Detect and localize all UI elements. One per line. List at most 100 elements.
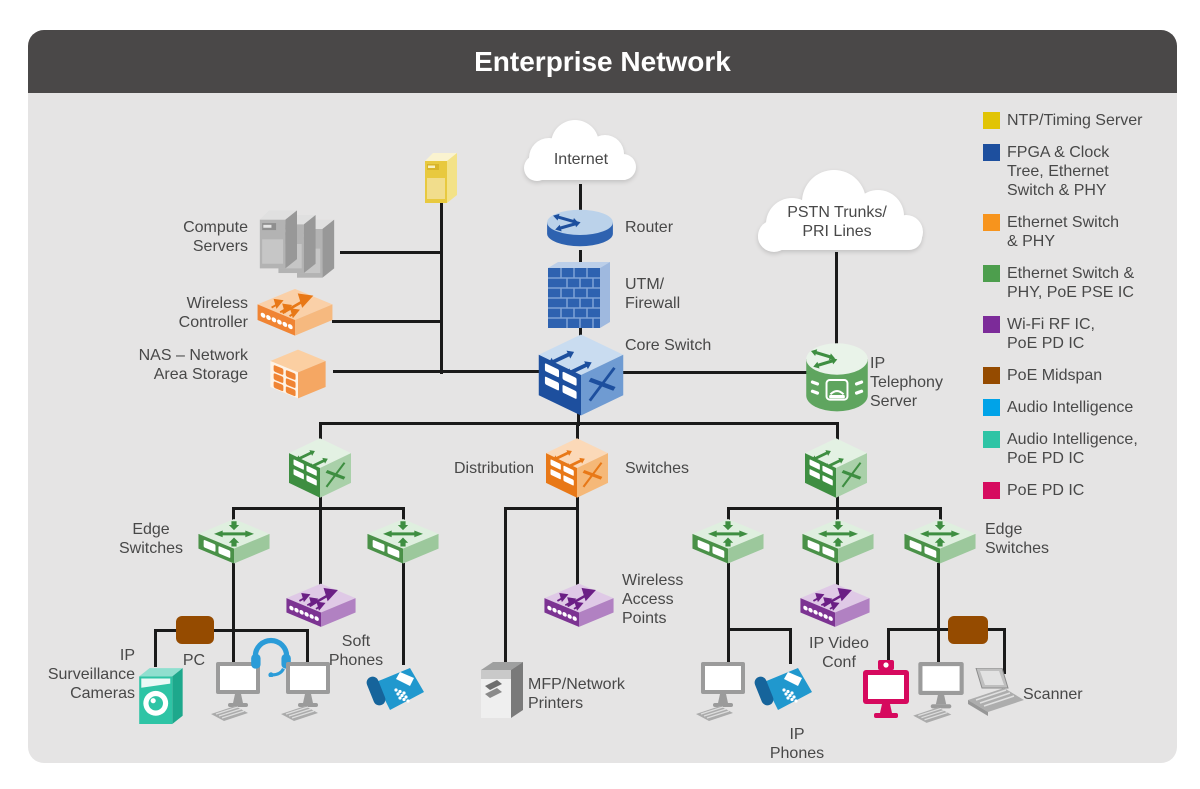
- label-mfp-printers: MFP/Network Printers: [528, 676, 625, 712]
- scanner-laptop-icon: [968, 668, 1024, 720]
- router-icon: [545, 202, 615, 254]
- legend-label: Audio Intelligence: [1007, 399, 1134, 416]
- wire: [319, 422, 839, 425]
- wire: [620, 371, 810, 374]
- wire: [1003, 628, 1006, 674]
- label-compute-servers: Compute Servers: [183, 219, 248, 255]
- distribution-switch-center-icon: [541, 437, 613, 499]
- wire: [835, 252, 838, 352]
- legend-label: Ethernet Switch & PHY, PoE PSE IC: [1007, 265, 1135, 301]
- wire: [576, 494, 579, 510]
- wire: [154, 629, 157, 667]
- legend-label: FPGA & Clock Tree, Ethernet Switch & PHY: [1007, 144, 1110, 199]
- wire: [887, 628, 890, 666]
- wire: [332, 320, 442, 323]
- legend-swatch: [983, 316, 1000, 333]
- label-distribution: Distribution: [453, 460, 534, 477]
- wire: [504, 507, 507, 665]
- wire: [836, 507, 839, 523]
- wire: [504, 507, 579, 510]
- wireless-ap-center-icon: [543, 581, 615, 631]
- legend-label: Audio Intelligence, PoE PD IC: [1007, 431, 1138, 467]
- softphone-pc-icon: [281, 662, 333, 726]
- legend-item: NTP/Timing Server: [983, 111, 1179, 130]
- ip-telephony-server-icon: [802, 342, 872, 414]
- legend-swatch: [983, 214, 1000, 231]
- legend-swatch: [983, 265, 1000, 282]
- wire: [939, 507, 942, 523]
- wireless-ap-left-icon: [285, 581, 357, 631]
- wire: [232, 507, 405, 510]
- wire: [727, 507, 730, 523]
- wire: [154, 629, 309, 632]
- wire: [789, 628, 792, 664]
- internet-cloud: [513, 114, 645, 188]
- wire: [319, 507, 322, 589]
- legend-item: PoE Midspan: [983, 366, 1179, 385]
- label-wireless-controller: Wireless Controller: [178, 295, 248, 331]
- legend-item: Wi-Fi RF IC, PoE PD IC: [983, 315, 1179, 353]
- wire: [727, 563, 730, 665]
- label-nas: NAS – Network Area Storage: [138, 347, 248, 383]
- label-ip-phones: IP Phones: [769, 726, 825, 762]
- wire: [306, 629, 309, 665]
- distribution-switch-right-icon: [800, 437, 872, 499]
- wire: [836, 423, 839, 445]
- poe-midspan-left-icon: [176, 616, 214, 644]
- label-router: Router: [625, 219, 674, 236]
- page-title: Enterprise Network: [474, 46, 731, 77]
- wire: [319, 494, 322, 510]
- wire: [576, 423, 579, 445]
- diagram-canvas: Compute Servers Wireless Controller NAS …: [28, 93, 1177, 763]
- label-pstn: PSTN Trunks/ PRI Lines: [787, 204, 887, 240]
- title-bar: Enterprise Network: [28, 30, 1177, 93]
- legend-item: Audio Intelligence, PoE PD IC: [983, 430, 1179, 468]
- legend-swatch: [983, 144, 1000, 161]
- edge-switch-icon: [366, 517, 440, 567]
- wire: [727, 628, 792, 631]
- wire: [402, 563, 405, 665]
- surveillance-camera-icon: [139, 664, 187, 724]
- legend-item: PoE PD IC: [983, 481, 1179, 500]
- legend-label: NTP/Timing Server: [1007, 112, 1143, 129]
- wire: [340, 251, 442, 254]
- wire: [576, 507, 579, 589]
- wire: [577, 410, 580, 426]
- distribution-switch-left-icon: [284, 437, 356, 499]
- wire: [836, 563, 839, 589]
- edge-switch-icon: [197, 517, 271, 567]
- edge-switch-icon: [691, 517, 765, 567]
- legend-item: Ethernet Switch & PHY, PoE PSE IC: [983, 264, 1179, 302]
- edge-switch-icon: [801, 517, 875, 567]
- wire: [836, 494, 839, 510]
- label-scanner: Scanner: [1023, 686, 1083, 703]
- label-utm-firewall: UTM/ Firewall: [625, 276, 681, 312]
- wire: [579, 324, 582, 344]
- pc-monitor-icon: [696, 662, 748, 726]
- video-conf-display-icon: [861, 660, 911, 724]
- wire: [727, 507, 942, 510]
- label-ip-telephony-server: IP Telephony Server: [870, 355, 943, 410]
- label-switches: Switches: [625, 460, 690, 477]
- core-switch-icon: [537, 332, 625, 418]
- legend: NTP/Timing Server FPGA & Clock Tree, Eth…: [983, 111, 1179, 513]
- pstn-cloud: [742, 166, 936, 262]
- ip-video-conf-ap-icon: [799, 581, 871, 631]
- legend-swatch: [983, 399, 1000, 416]
- legend-item: FPGA & Clock Tree, Ethernet Switch & PHY: [983, 143, 1179, 200]
- wireless-controller-icon: [256, 286, 334, 340]
- compute-servers-icon: [252, 208, 342, 280]
- wire: [402, 507, 405, 523]
- label-ip-video-conf: IP Video Conf: [809, 635, 869, 671]
- legend-label: Wi-Fi RF IC, PoE PD IC: [1007, 316, 1095, 352]
- mfp-printer-icon: [478, 660, 526, 720]
- label-wireless-access-points: Wireless Access Points: [622, 572, 684, 627]
- wire: [333, 370, 548, 373]
- desktop-monitor-icon: [913, 662, 967, 728]
- legend-swatch: [983, 112, 1000, 129]
- legend-label: PoE Midspan: [1007, 367, 1103, 384]
- label-soft-phones: Soft Phones: [328, 633, 384, 669]
- wire: [440, 198, 443, 374]
- legend-item: Audio Intelligence: [983, 398, 1179, 417]
